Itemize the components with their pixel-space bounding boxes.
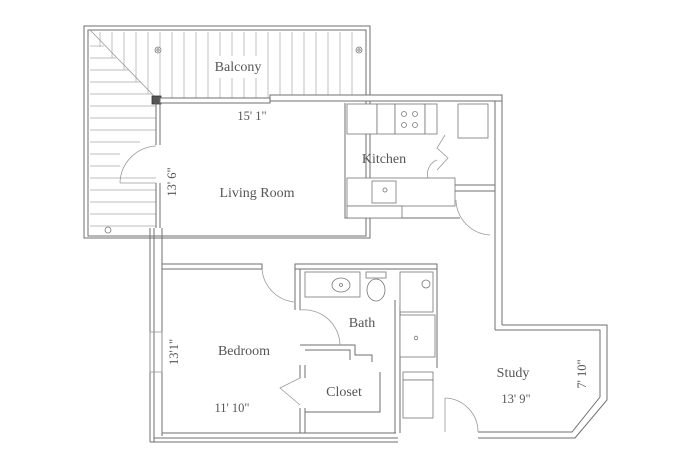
bedroom-depth-dim: 13'1" (167, 339, 181, 365)
unit-walls (149, 94, 608, 443)
room-labels: Balcony Kitchen Living Room Bedroom Bath… (215, 60, 530, 400)
closet-label: Closet (326, 385, 362, 400)
dimension-labels: 15' 1" 13' 6" 13'1" 11' 10" 13' 9" 7' 10… (165, 109, 589, 415)
study-width-dim: 13' 9" (501, 392, 530, 406)
study-depth-dim: 7' 10" (575, 359, 589, 388)
bath-label: Bath (349, 316, 375, 331)
study-label: Study (497, 366, 530, 381)
living-depth-dim: 13' 6" (165, 167, 179, 196)
living-width-dim: 15' 1" (237, 109, 266, 123)
kitchen-label: Kitchen (362, 152, 406, 167)
doors (119, 134, 491, 433)
balcony-label: Balcony (215, 60, 262, 75)
bedroom-width-dim: 11' 10" (214, 401, 249, 415)
bedroom-label: Bedroom (218, 344, 270, 359)
living-room-label: Living Room (219, 186, 294, 201)
bath-fixtures (304, 271, 436, 419)
balcony-area (83, 25, 371, 239)
kitchen-fixtures (346, 103, 489, 219)
